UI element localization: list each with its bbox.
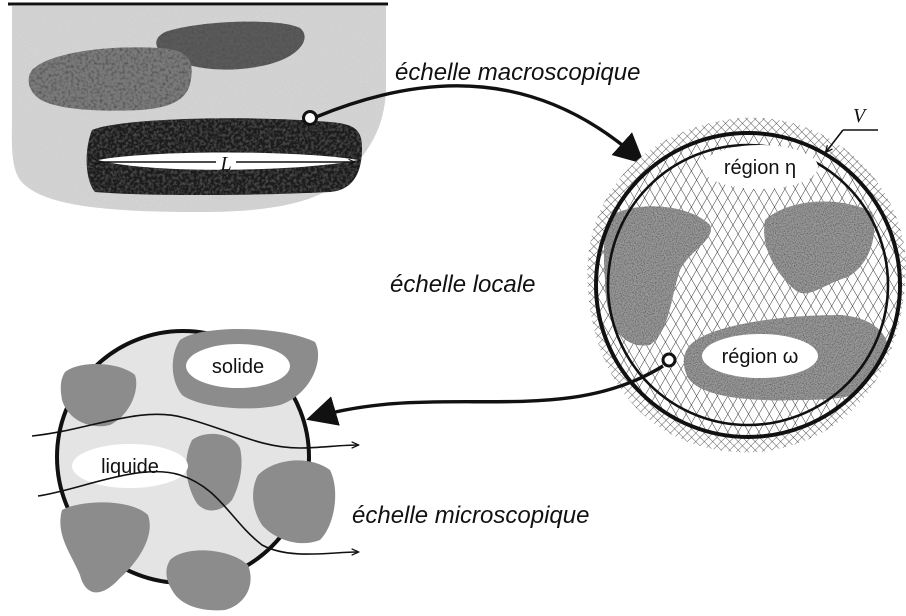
- macro-sample-point: [304, 112, 317, 125]
- macro-scale-group: L échelle macroscopique: [8, 4, 640, 212]
- micro-scale-label: échelle microscopique: [352, 502, 589, 529]
- local-to-micro-arrow: [312, 366, 663, 418]
- volume-label: V: [853, 105, 868, 127]
- micro-solid-bottom: [166, 550, 250, 610]
- macro-scale-label: échelle macroscopique: [395, 59, 640, 86]
- length-label: L: [219, 153, 231, 175]
- region-eta-label: région η: [724, 157, 796, 179]
- region-omega-label: région ω: [722, 346, 799, 368]
- local-sample-point: [663, 354, 675, 366]
- micro-solid-lower-left: [60, 502, 149, 592]
- micro-scale-group: solide liquide échelle microscopique: [32, 329, 589, 610]
- solid-label: solide: [212, 356, 264, 378]
- local-scale-label: échelle locale: [390, 271, 535, 298]
